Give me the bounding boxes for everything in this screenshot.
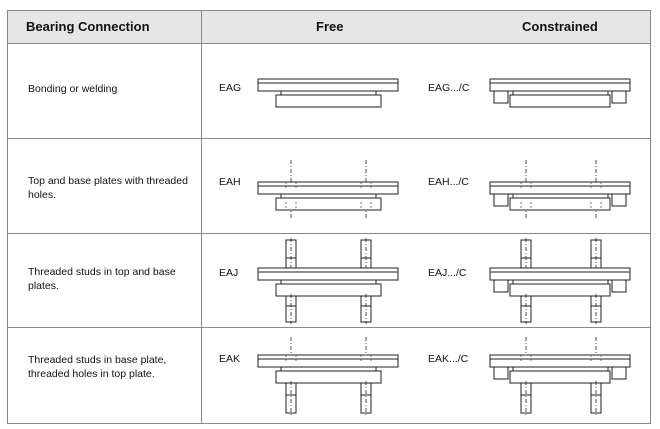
table-row: Top and base plates with threaded holes.… bbox=[8, 138, 650, 234]
constrained-code: EAK.../C bbox=[428, 353, 469, 365]
row-description: Top and base plates with threaded holes. bbox=[28, 175, 188, 201]
header-bearing-connection: Bearing Connection bbox=[26, 19, 150, 34]
free-bearing-figure bbox=[257, 78, 399, 108]
table-header: Bearing Connection Free Constrained bbox=[8, 11, 650, 44]
row-description: Threaded studs in base plate, threaded h… bbox=[28, 354, 167, 380]
header-constrained: Constrained bbox=[522, 19, 598, 34]
table-row: Threaded studs in base plate, threaded h… bbox=[8, 327, 650, 423]
free-code: EAG bbox=[219, 82, 242, 94]
constrained-bearing-figure bbox=[489, 238, 631, 324]
free-bearing-figure bbox=[257, 337, 399, 417]
column-divider bbox=[201, 11, 202, 423]
constrained-code: EAG.../C bbox=[428, 82, 470, 94]
free-bearing-figure bbox=[257, 238, 399, 324]
constrained-bearing-figure bbox=[489, 337, 631, 417]
row-description: Bonding or welding bbox=[28, 83, 118, 95]
constrained-code: EAH.../C bbox=[428, 176, 469, 188]
table-row: Threaded studs in top and base plates. E… bbox=[8, 233, 650, 328]
bearing-connection-table: Bearing Connection Free Constrained Bond… bbox=[7, 10, 651, 424]
constrained-bearing-figure bbox=[489, 78, 631, 108]
free-code: EAJ bbox=[219, 267, 239, 279]
constrained-code: EAJ.../C bbox=[428, 267, 467, 279]
header-free: Free bbox=[316, 19, 344, 34]
constrained-bearing-figure bbox=[489, 160, 631, 218]
free-bearing-figure bbox=[257, 160, 399, 218]
table-row: Bonding or welding EAG EAG.../C bbox=[8, 44, 650, 139]
row-description: Threaded studs in top and base plates. bbox=[28, 266, 176, 292]
free-code: EAK bbox=[219, 353, 241, 365]
free-code: EAH bbox=[219, 176, 241, 188]
